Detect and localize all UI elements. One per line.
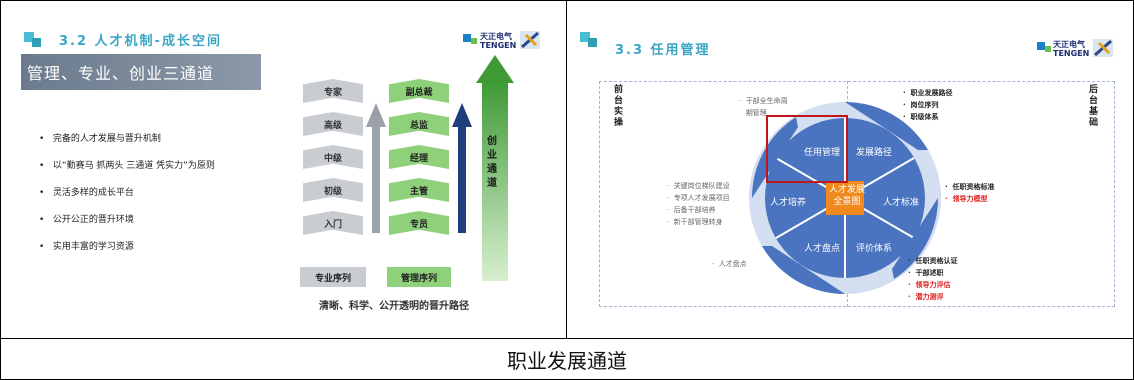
back-foundation-label: 后台基础 <box>1089 85 1099 128</box>
startup-channel-label: 创业通道 <box>487 136 497 189</box>
note-career-list: · 职业发展路径 · 岗位序列 · 职级体系 <box>903 89 953 121</box>
list-item: • 以“勤赛马 抓两头 三通道 凭实力”为原则 <box>39 161 215 171</box>
management-level: 经理 <box>389 145 449 169</box>
talent-development-ring <box>749 102 941 294</box>
management-level: 总监 <box>389 112 449 136</box>
bullet-list: • 完备的人才发展与晋升机制 • 以“勤赛马 抓两头 三通道 凭实力”为原则 •… <box>39 131 215 266</box>
logo-text: 天正电气 TENGEN <box>1053 40 1090 58</box>
header-decor-square <box>24 32 34 42</box>
management-sequence-label: 管理序列 <box>387 267 451 287</box>
note-evaluation-list: · 任职资格认证 · 干部述职 · 领导力评估 · 潜力测评 <box>908 257 958 301</box>
segment-career-path: 发展路径 <box>856 148 893 158</box>
list-item: • 实用丰富的学习资源 <box>39 242 134 252</box>
professional-level: 入门 <box>303 211 363 235</box>
list-item: • 公开公正的晋升环境 <box>39 215 134 225</box>
professional-level: 初级 <box>303 178 363 202</box>
header-decor-square <box>588 38 597 47</box>
professional-sequence-label: 专业序列 <box>300 267 366 287</box>
note-cadre-lifecycle: · 干部全生命周 期管理 <box>739 97 788 117</box>
professional-level: 专家 <box>303 79 363 103</box>
segment-talent-standard: 人才标准 <box>883 198 920 208</box>
highlight-box <box>766 115 848 183</box>
caption: 职业发展通道 <box>507 348 627 373</box>
segment-evaluation: 评价体系 <box>856 244 893 254</box>
header-decor-square <box>32 38 41 47</box>
segment-talent-training: 人才培养 <box>770 198 807 208</box>
logo-text: 天正电气 TENGEN <box>480 32 517 50</box>
center-label: 人才发展全景图 <box>828 185 865 207</box>
appointment-management-slide: 3.3 任用管理 天正电气 TENGEN 前台实操 后台基础 人才发展全景图 任… <box>577 23 1120 315</box>
management-level: 专员 <box>389 211 449 235</box>
three-channels-banner: 管理、专业、创业三通道 <box>21 54 261 90</box>
startup-arrow-icon <box>476 55 514 281</box>
front-ops-label: 前台实操 <box>614 85 624 128</box>
note-training-list: · 关键岗位梯队建设 · 专项人才发展项目 · 后备干部培养 · 新干部管理转身 <box>667 182 730 226</box>
growth-space-slide: 3.2 人才机制-成长空间 天正电气 TENGEN 管理、专业、创业三通道 • … <box>21 23 550 324</box>
segment-talent-review: 人才盘点 <box>804 244 841 254</box>
header-decor-square <box>580 32 590 42</box>
note-standard-list: · 任职资格标准 · 领导力模型 <box>945 183 995 203</box>
management-level: 副总裁 <box>389 79 449 103</box>
dashed-frame <box>599 81 1115 307</box>
list-item: • 灵活多样的成长平台 <box>39 188 134 198</box>
professional-level: 中级 <box>303 145 363 169</box>
mascot-icon <box>1091 35 1115 59</box>
segment-appointment: 任用管理 <box>804 148 841 158</box>
management-arrow-icon <box>452 103 472 233</box>
management-level: 主管 <box>389 178 449 202</box>
tengen-logo-icon <box>463 34 471 42</box>
slide-title: 3.3 任用管理 <box>615 43 711 58</box>
list-item: • 完备的人才发展与晋升机制 <box>39 134 161 144</box>
slide-title: 3.2 人才机制-成长空间 <box>59 34 222 49</box>
note-talent-review: · 人才盘点 <box>712 260 747 268</box>
tengen-logo-icon <box>1037 42 1045 50</box>
slide-footer: 清晰、科学、公开透明的晋升路径 <box>319 301 469 312</box>
mascot-icon <box>518 27 542 51</box>
professional-level: 高级 <box>303 112 363 136</box>
professional-arrow-icon <box>366 103 386 233</box>
